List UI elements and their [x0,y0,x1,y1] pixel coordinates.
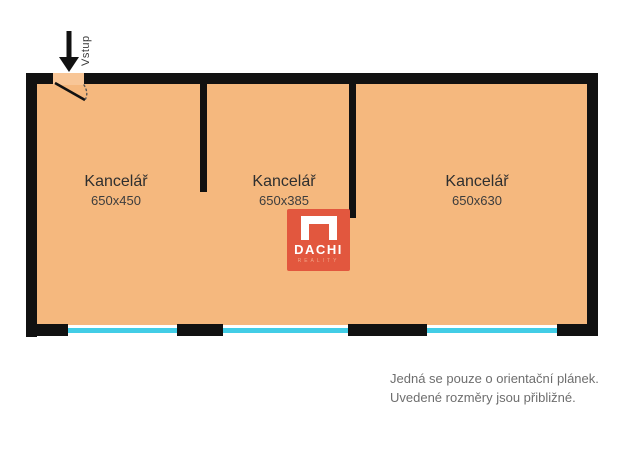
door-swing-icon [54,81,88,102]
logo-tagline-text: REALITY [297,258,340,264]
room-name: Kancelář [252,173,316,190]
disclaimer-line-2: Uvedené rozměry jsou přibližné. [390,390,576,405]
disclaimer: Jedná se pouze o orientační plánek. Uved… [390,369,599,407]
wall-top-left-segment [26,73,53,84]
window-strip [40,328,558,333]
wall-bottom-right-pier [557,324,598,336]
wall-bottom-pier-2 [348,324,427,336]
entrance-arrow-icon [59,31,79,72]
logo-brand-text: DACHI [294,242,343,257]
room-name: Kancelář [445,173,509,190]
wall-left [26,73,37,337]
dachi-watermark-logo: DACHI REALITY [287,209,350,271]
wall-bottom-pier-1 [177,324,223,336]
wall-partition-1 [200,84,207,192]
wall-bottom-left-pier [26,324,68,336]
room-name: Kancelář [84,173,148,190]
wall-top-right-segment [84,73,598,84]
entrance-label: Vstup [80,35,92,67]
room-dimensions: 650x630 [452,193,502,208]
wall-right [587,73,598,334]
wall-partition-2 [349,84,356,218]
room-label-2: Kancelář 650x385 [252,172,315,209]
room-dimensions: 650x385 [259,193,309,208]
room-label-1: Kancelář 650x450 [84,172,147,209]
door-opening [53,73,84,85]
disclaimer-line-1: Jedná se pouze o orientační plánek. [390,371,599,386]
room-dimensions: 650x450 [91,193,141,208]
floor-area [37,84,587,325]
gate-icon [300,216,337,240]
room-label-3: Kancelář 650x630 [445,172,508,209]
